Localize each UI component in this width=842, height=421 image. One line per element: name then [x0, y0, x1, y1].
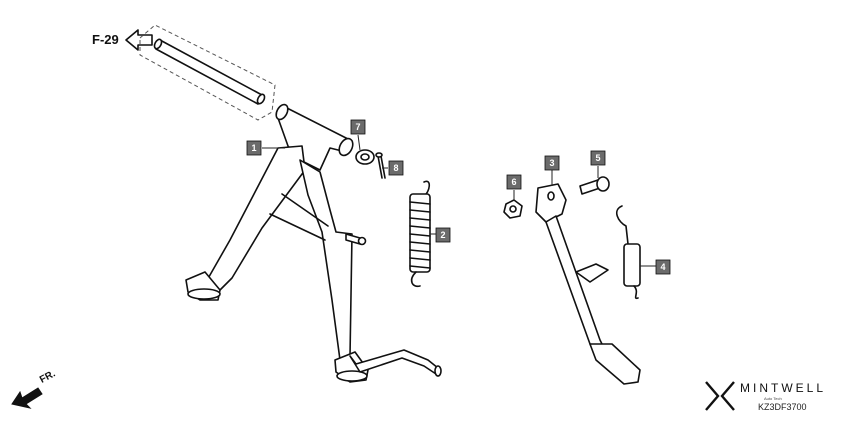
- callout-5: 5: [590, 150, 606, 166]
- callout-3: 3: [544, 155, 560, 171]
- nut: [503, 199, 523, 219]
- reference-arrow-icon: [125, 29, 153, 51]
- callout-4: 4: [655, 259, 671, 275]
- callout-7: 7: [350, 119, 366, 135]
- reference-label: F-29: [92, 32, 119, 47]
- front-arrow-icon: [11, 387, 43, 409]
- bolt: [579, 176, 610, 195]
- callout-6: 6: [506, 174, 522, 190]
- diagram-code: KZ3DF3700: [758, 402, 807, 412]
- center-stand-spring: [409, 180, 431, 288]
- svg-text:4: 4: [660, 262, 665, 272]
- svg-text:6: 6: [511, 177, 516, 187]
- side-stand: [535, 183, 641, 385]
- callout-2: 2: [435, 227, 451, 243]
- brand-logo-icon: [705, 381, 735, 411]
- main-stand: [185, 103, 442, 383]
- svg-text:1: 1: [251, 143, 256, 153]
- washer: [355, 149, 375, 165]
- svg-text:8: 8: [393, 163, 398, 173]
- svg-text:5: 5: [595, 153, 600, 163]
- shaft-ghost-outline: [139, 24, 276, 121]
- pivot-shaft: [153, 38, 266, 105]
- brand-name: MINTWELL: [740, 381, 827, 395]
- cotter-pin: [375, 152, 386, 179]
- callout-1: 1: [246, 140, 262, 156]
- svg-text:3: 3: [549, 158, 554, 168]
- callout-8: 8: [388, 160, 404, 176]
- side-stand-spring: [615, 205, 641, 300]
- brand-subtext: Auto Tech: [764, 396, 782, 401]
- svg-text:7: 7: [355, 122, 360, 132]
- svg-text:2: 2: [440, 230, 445, 240]
